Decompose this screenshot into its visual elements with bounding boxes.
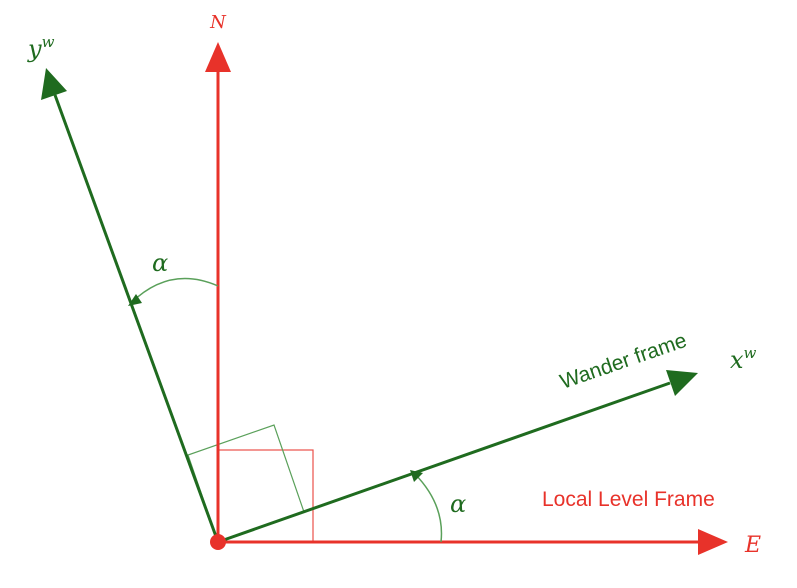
y-wander-axis — [53, 94, 220, 543]
y-wander-label: yw — [27, 33, 55, 63]
alpha-arc-top — [130, 277, 219, 304]
x-wander-axis — [217, 381, 671, 544]
alpha-arc-bottom-arrowhead — [410, 470, 423, 482]
north-label: N — [209, 12, 227, 33]
x-wander-arrowhead — [666, 370, 698, 396]
alpha-arc-bottom — [414, 473, 443, 543]
alpha-arc-top-arrowhead — [128, 294, 142, 306]
x-wander-label: xw — [730, 344, 757, 374]
alpha-top-label: α — [152, 249, 168, 277]
east-arrowhead — [698, 529, 728, 555]
local-level-frame-label: Local Level Frame — [542, 488, 715, 511]
y-wander-arrowhead — [41, 68, 67, 100]
wander-right-angle-marker — [187, 424, 305, 543]
origin-point — [210, 534, 226, 550]
north-arrowhead — [205, 42, 231, 72]
alpha-bottom-label: α — [450, 490, 466, 518]
east-label: E — [744, 533, 761, 558]
